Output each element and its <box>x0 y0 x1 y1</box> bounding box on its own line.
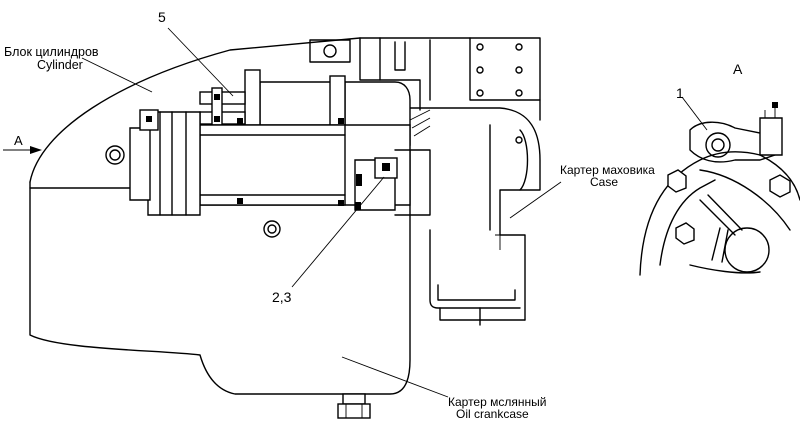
drain-plug <box>337 393 371 419</box>
mounting-boss <box>309 39 351 63</box>
label-flywheel-case-en: Case <box>590 175 618 189</box>
leader-lines <box>3 27 708 398</box>
label-oil-crankcase-en: Oil crankcase <box>456 407 529 421</box>
label-view-arrow: A <box>14 133 23 148</box>
label-callout-1: 1 <box>676 85 684 101</box>
starter-motor <box>129 69 431 216</box>
view-a-detail <box>639 102 800 276</box>
label-cylinder-block-ru: Блок цилиндров <box>4 45 99 59</box>
label-callout-2-3: 2,3 <box>272 289 292 305</box>
label-cylinder-block-en: Cylinder <box>37 58 83 72</box>
label-callout-5: 5 <box>158 9 166 25</box>
block-bolt <box>105 145 281 238</box>
label-view-title: A <box>733 61 743 77</box>
label-oil-crankcase-ru: Картер мслянный <box>448 395 546 409</box>
flywheel-case <box>359 37 541 326</box>
label-flywheel-case-ru: Картер маховика <box>560 163 655 177</box>
case-flange-bolts <box>476 43 523 144</box>
